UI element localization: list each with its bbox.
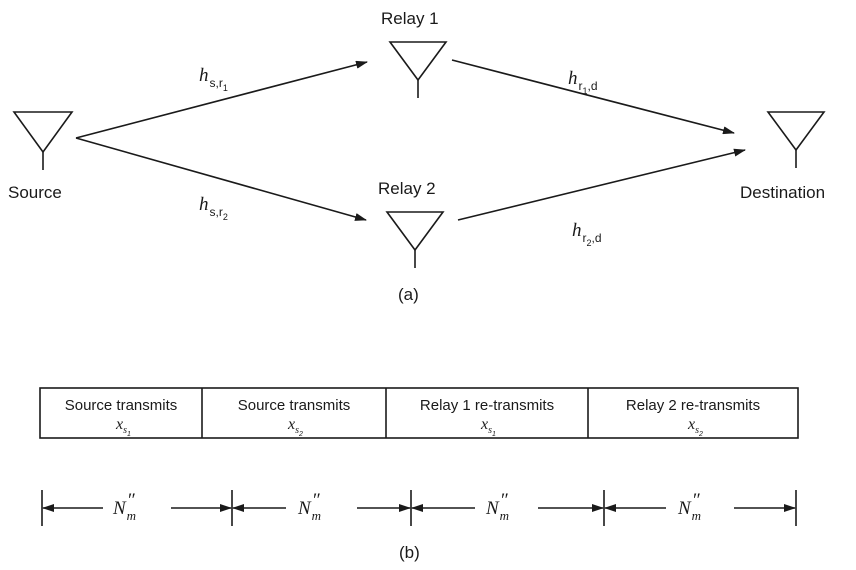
slot-1-label: Source transmits <box>65 397 178 414</box>
channel-label-s-r1: hs,r1 <box>199 65 228 93</box>
duration-1-label: N″m <box>112 490 136 523</box>
slot-1: Source transmits xs1 <box>65 397 178 438</box>
relay2-label: Relay 2 <box>378 179 436 198</box>
relay1-antenna-icon <box>388 41 448 98</box>
slot-2: Source transmits xs2 <box>238 397 351 438</box>
duration-3-label: N″m <box>485 490 509 523</box>
channel-label-s-r2: hs,r2 <box>199 194 228 222</box>
channel-label-r1-d: hr1,d <box>568 68 598 96</box>
channel-label-r2-d: hr2,d <box>572 220 602 248</box>
duration-4: N″m <box>604 490 796 523</box>
slot-2-symbol: xs2 <box>287 416 303 438</box>
slot-4-label: Relay 2 re-transmits <box>626 397 760 414</box>
slot-4-symbol: xs2 <box>687 416 703 438</box>
relay2-antenna-icon <box>385 211 445 268</box>
duration-2: N″m <box>232 490 411 523</box>
link-relay1-destination <box>451 59 735 135</box>
duration-3: N″m <box>411 490 604 523</box>
source-label: Source <box>8 183 62 202</box>
caption-b: (b) <box>399 543 420 562</box>
slot-4: Relay 2 re-transmits xs2 <box>626 397 760 438</box>
slot-3: Relay 1 re-transmits xs1 <box>420 397 554 438</box>
relay1-label: Relay 1 <box>381 9 439 28</box>
link-source-relay1 <box>75 60 368 139</box>
slot-1-symbol: xs1 <box>115 416 131 438</box>
duration-2-label: N″m <box>297 490 321 523</box>
caption-a: (a) <box>398 285 419 304</box>
destination-label: Destination <box>740 183 825 202</box>
slot-3-symbol: xs1 <box>480 416 496 438</box>
duration-4-label: N″m <box>677 490 701 523</box>
link-source-relay2 <box>75 137 367 221</box>
slot-2-label: Source transmits <box>238 397 351 414</box>
source-antenna-icon <box>12 111 74 170</box>
link-relay2-destination <box>457 148 746 221</box>
timeline-table <box>39 387 799 439</box>
destination-antenna-icon <box>766 111 826 168</box>
slot-3-label: Relay 1 re-transmits <box>420 397 554 414</box>
duration-1: N″m <box>42 490 232 523</box>
